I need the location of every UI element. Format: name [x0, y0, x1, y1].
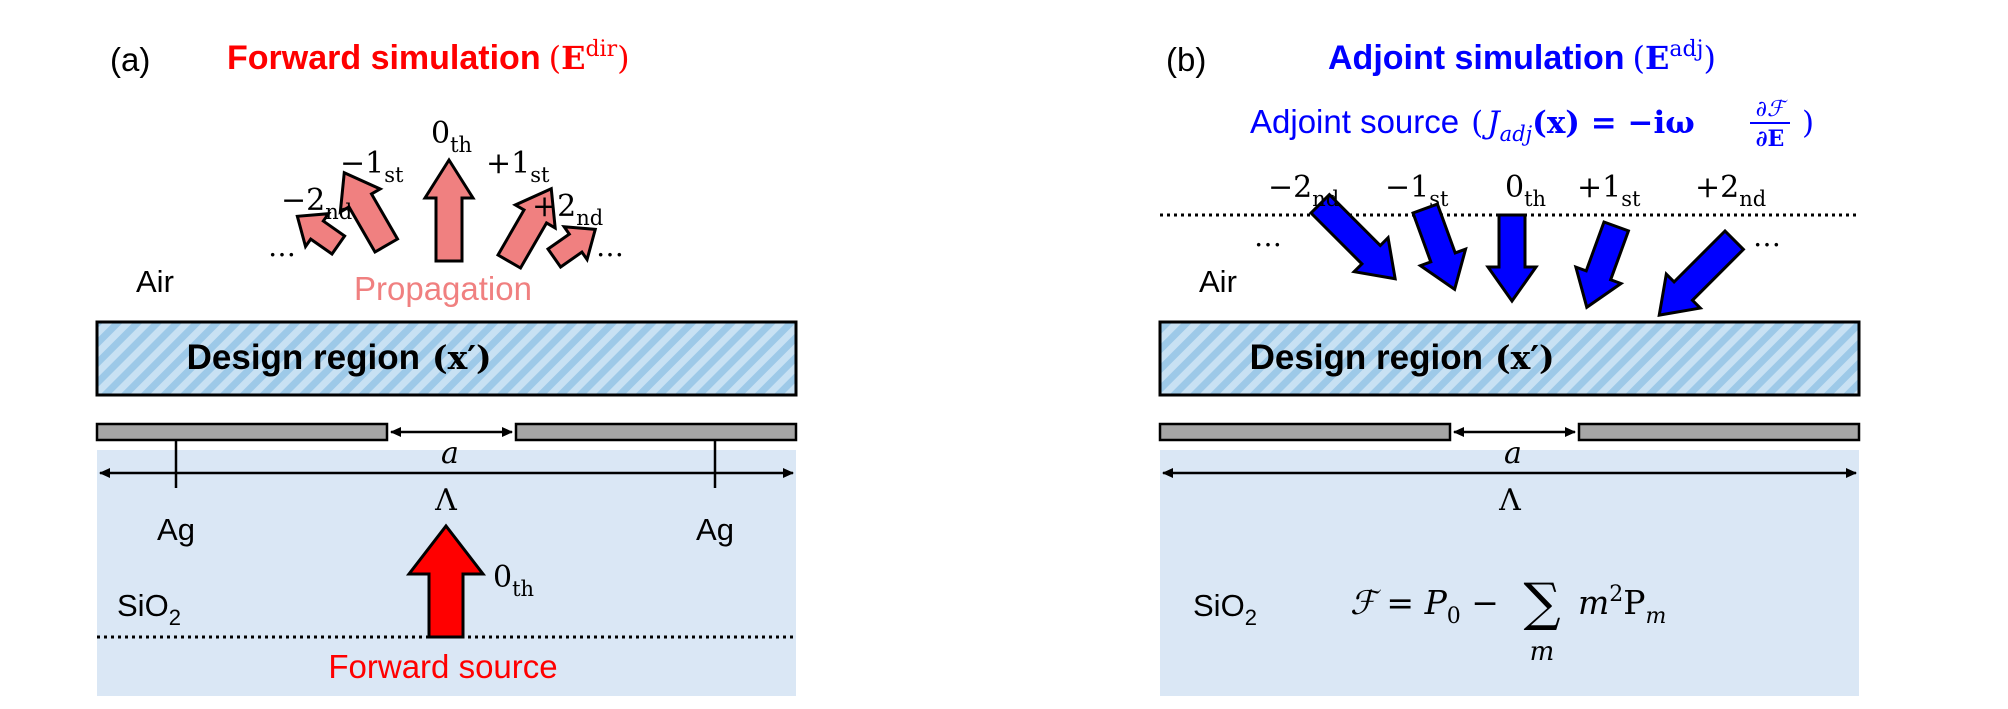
ag-label-right-a: Ag: [696, 512, 734, 547]
order-label-p1-a: +1st: [486, 146, 550, 187]
diffraction-arrows-a: [295, 157, 598, 271]
order-minus1-arrow-a: [338, 170, 400, 255]
order-label-p1-b: +1st: [1577, 170, 1641, 211]
adjoint-order-plus2-arrow: [1657, 228, 1746, 317]
adjoint-order-plus1-arrow: [1573, 220, 1631, 310]
fom-sum-symbol: ∑: [1523, 573, 1560, 633]
air-label-b: Air: [1199, 264, 1237, 299]
panel-label-b: (b): [1166, 41, 1206, 78]
design-region-a: [95, 320, 798, 397]
order-label-zero-b: 0th: [1505, 170, 1546, 211]
ellipsis-left-a: …: [268, 230, 296, 263]
forward-source-arrow: [405, 523, 487, 639]
adjoint-frac-num: ∂ℱ: [1756, 97, 1788, 122]
design-region-symbol-a: (x′): [432, 338, 492, 377]
ag-strip-left-b: [1158, 422, 1452, 442]
order-plus1-arrow-a: [495, 186, 557, 271]
air-label-a: Air: [136, 264, 174, 299]
substrate-region-b: [1160, 450, 1859, 696]
adjoint-order-0-arrow: [1485, 213, 1539, 304]
adjoint-order-minus2-arrow: [1308, 192, 1397, 281]
gap-a-label-b: a: [1504, 436, 1522, 471]
gap-a-label-a: a: [441, 436, 459, 471]
ag-strip-left-a: [95, 422, 389, 442]
forward-source-order: 0th: [493, 560, 534, 601]
order-plus2-arrow-a: [545, 224, 598, 270]
design-region-symbol-b: (x′): [1495, 338, 1555, 377]
adjoint-source-label: Adjoint source(Jadj(x) = −iω: [1250, 103, 1695, 146]
design-region-label-b: Design region: [1250, 338, 1483, 377]
ellipsis-left-b: …: [1254, 220, 1282, 253]
ag-strip-right-b: [1577, 422, 1861, 442]
panel-a: Design region (x′) a Λ Ag Ag SiO2 0th Fo…: [95, 37, 798, 696]
propagation-label: Propagation: [354, 270, 532, 307]
period-lambda-label-a: Λ: [434, 483, 457, 518]
order-label-m1-b: −1st: [1385, 170, 1449, 211]
order-label-p2-b: +2nd: [1695, 170, 1766, 211]
figure-of-merit: ℱ = P0 −: [1350, 583, 1499, 629]
fom-sum-index: m: [1530, 637, 1555, 667]
ellipsis-right-a: …: [596, 230, 624, 263]
ag-strip-right-a: [514, 422, 798, 442]
adjoint-close-paren: ): [1802, 105, 1814, 141]
order-minus2-arrow-a: [295, 211, 347, 257]
adjoint-order-minus1-arrow: [1411, 202, 1468, 292]
design-region-label-a: Design region: [187, 338, 420, 377]
order-label-m1-a: −1st: [340, 146, 404, 187]
order-label-zero-a: 0th: [431, 116, 472, 157]
panel-title-b: Adjoint simulation(Eadj): [1328, 37, 1716, 77]
substrate-label-a: SiO2: [117, 588, 181, 630]
panel-b: Design region (x′) a Λ SiO2 ℱ = P0 − ∑ m…: [1158, 37, 1861, 696]
adjoint-frac-den: ∂E: [1756, 126, 1785, 152]
design-region-b: [1158, 320, 1861, 397]
order-0-arrow-a: [422, 157, 476, 263]
order-label-m2-b: −2nd: [1268, 170, 1339, 211]
order-label-p2-a: +2nd: [532, 189, 603, 230]
order-label-m2-a: −2nd: [281, 183, 352, 224]
adjoint-arrows: [1308, 192, 1746, 317]
forward-source-label: Forward source: [328, 648, 557, 685]
substrate-label-b: SiO2: [1193, 588, 1257, 630]
panel-title-a: Forward simulation(Edir): [227, 37, 630, 77]
fom-term: m2Pm: [1578, 582, 1666, 629]
period-lambda-label-b: Λ: [1498, 483, 1521, 518]
panel-label-a: (a): [110, 41, 150, 78]
ellipsis-right-b: …: [1753, 220, 1781, 253]
ag-label-left-a: Ag: [157, 512, 195, 547]
